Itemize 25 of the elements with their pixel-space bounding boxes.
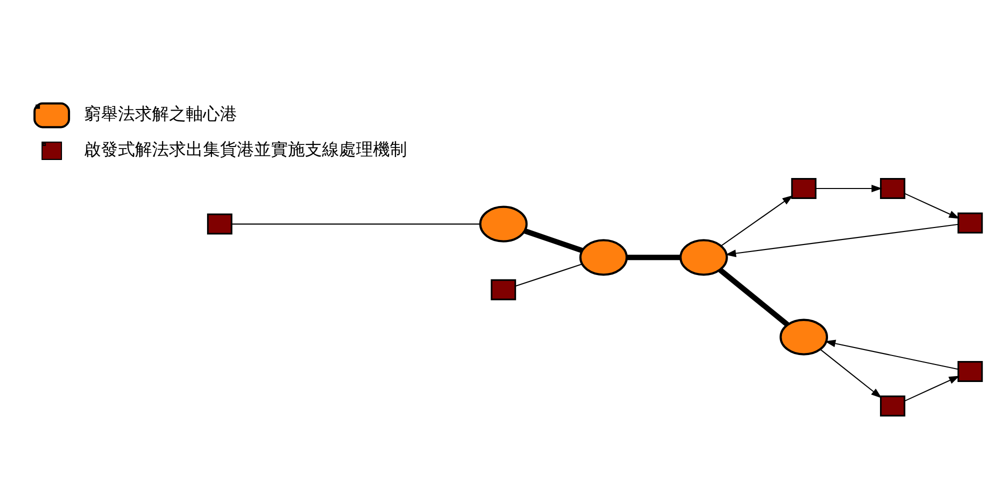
arrow — [816, 184, 882, 192]
node-box — [958, 360, 983, 382]
connector — [524, 228, 584, 253]
node-box — [490, 278, 516, 300]
node-box — [791, 178, 816, 199]
arrow — [725, 223, 958, 257]
arrow — [904, 375, 960, 402]
node-box — [207, 213, 232, 234]
legend-label: 啟發式解法求出集貨港並實施支線處理機制 — [84, 139, 408, 160]
node-circle — [679, 238, 728, 276]
connector — [718, 267, 790, 326]
node-box — [880, 395, 906, 416]
arrow — [820, 348, 882, 398]
arrow — [824, 339, 958, 370]
connector — [626, 254, 680, 260]
node-circle — [479, 205, 528, 242]
node-box — [958, 212, 983, 233]
legend-label: 窮舉法求解之軸心港 — [84, 104, 238, 124]
connector — [515, 263, 582, 286]
arrow — [721, 194, 794, 246]
node-circle — [579, 238, 628, 276]
arrow — [904, 192, 960, 218]
node-box — [880, 178, 906, 199]
node-circle — [780, 318, 828, 355]
connector — [232, 223, 480, 224]
